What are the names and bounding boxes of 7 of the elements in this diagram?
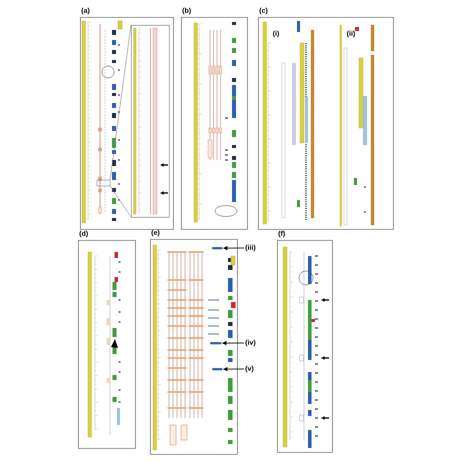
feature-bar bbox=[212, 368, 222, 370]
leader-arrow bbox=[223, 367, 244, 372]
leader-arrow bbox=[222, 341, 244, 346]
feature-bar bbox=[212, 247, 222, 250]
leader-arrow bbox=[223, 246, 244, 250]
feature-bar bbox=[210, 342, 222, 344]
inset-frame bbox=[131, 25, 170, 218]
